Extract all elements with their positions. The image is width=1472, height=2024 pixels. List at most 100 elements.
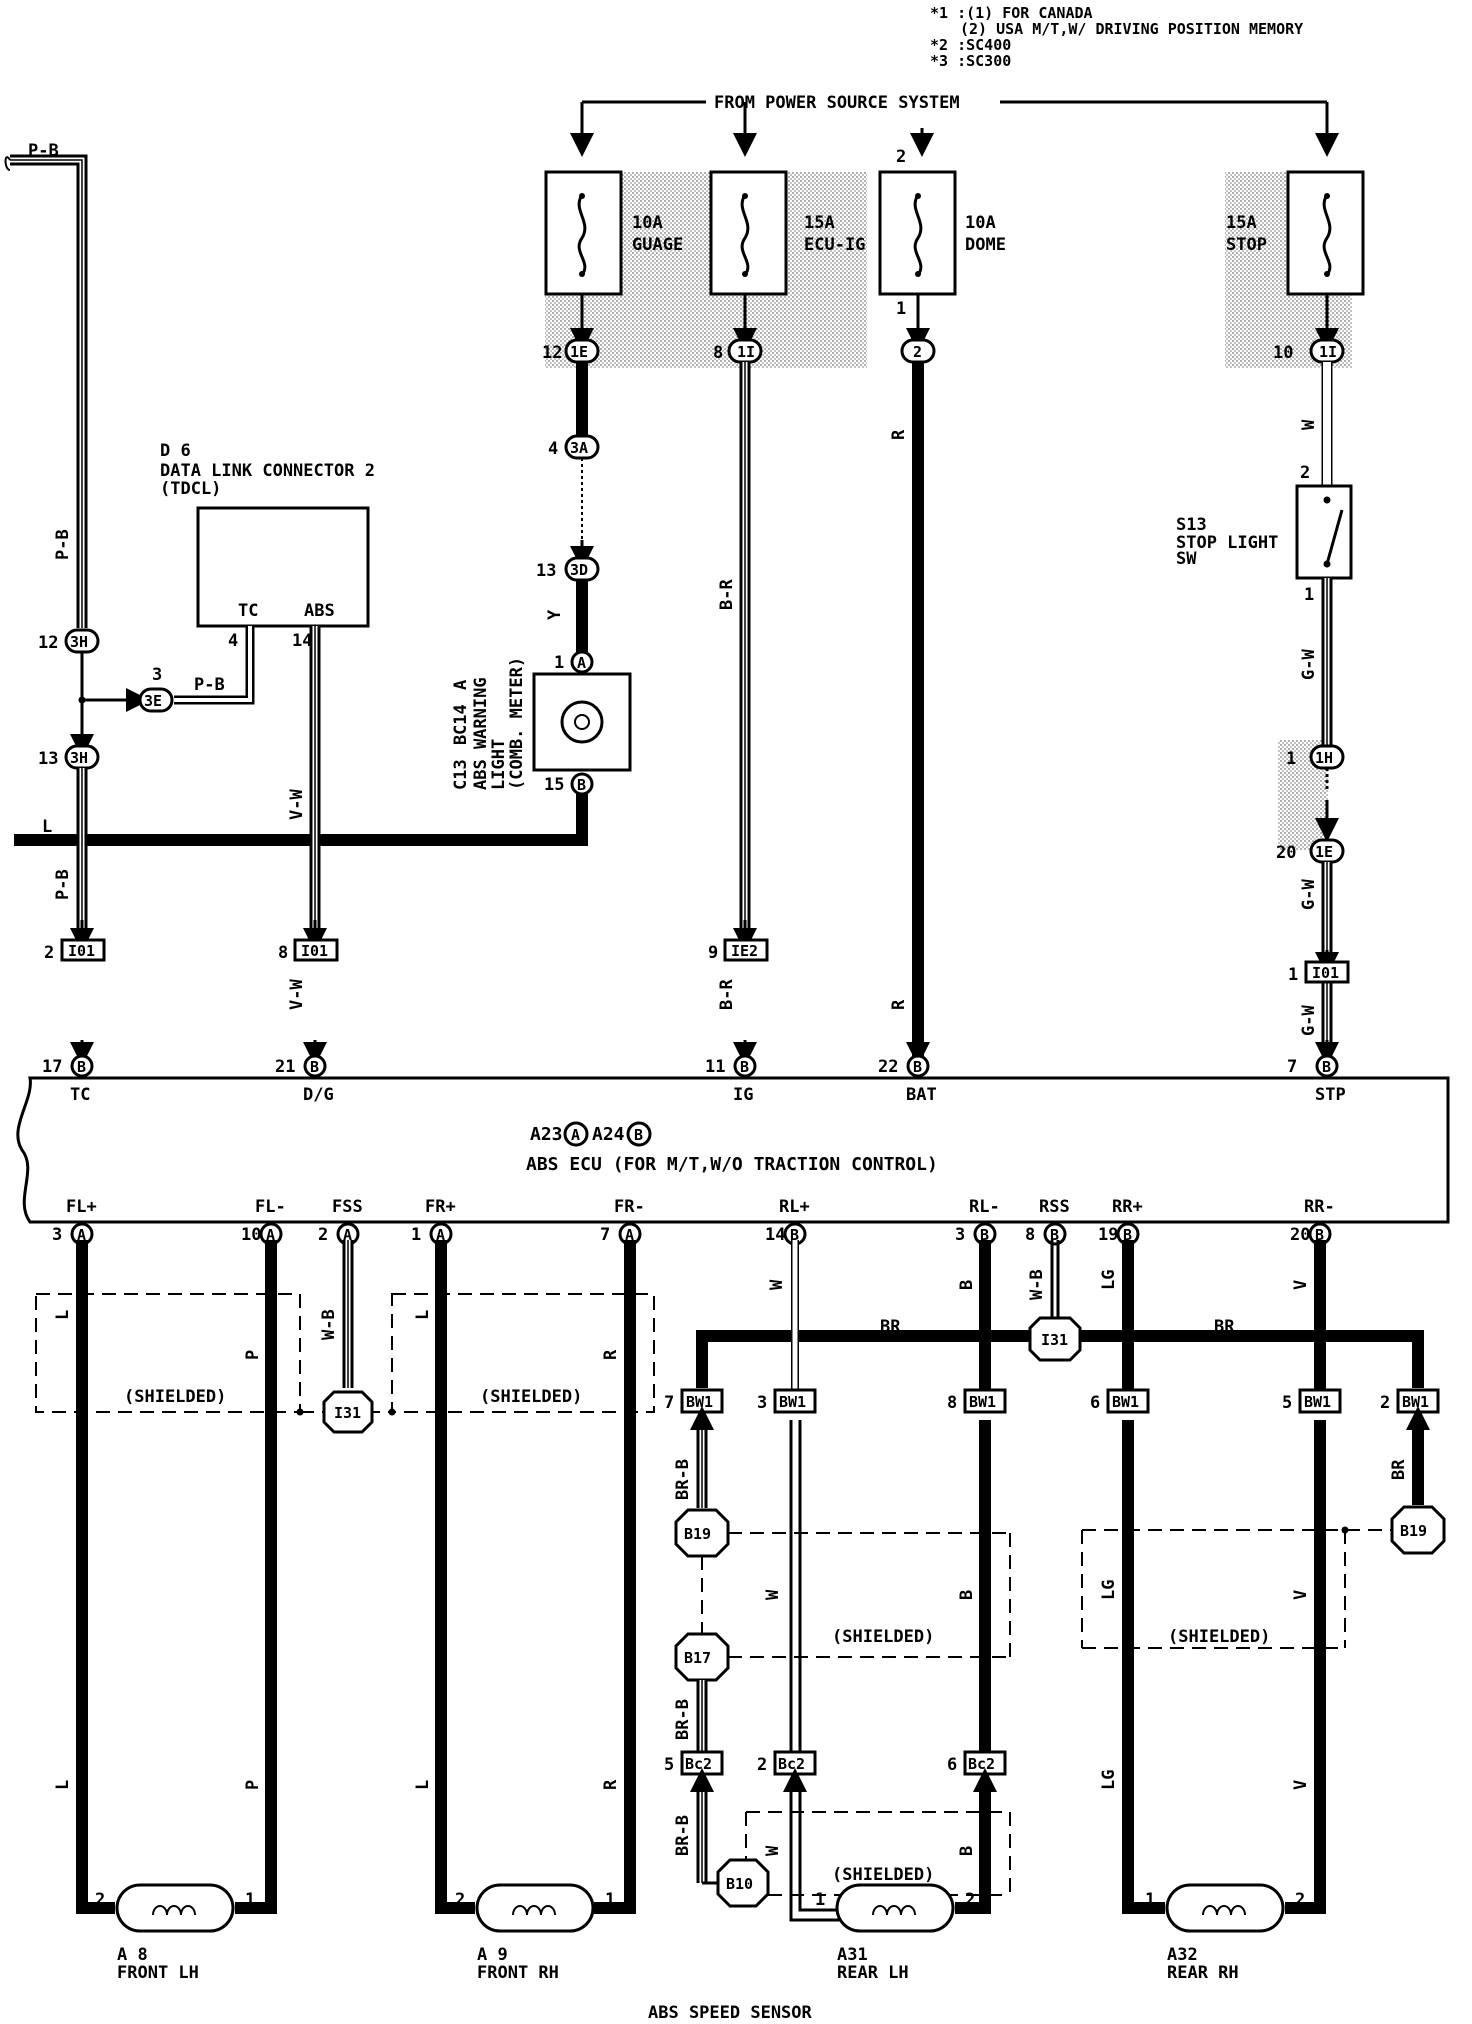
svg-text:B: B bbox=[980, 1226, 989, 1244]
svg-text:W: W bbox=[763, 1589, 783, 1600]
svg-text:2: 2 bbox=[1295, 1890, 1305, 1910]
label-r-2: R bbox=[889, 999, 909, 1010]
svg-text:7: 7 bbox=[600, 1225, 610, 1245]
svg-text:BR: BR bbox=[880, 1317, 901, 1337]
wire-gw-1: G-W bbox=[1299, 578, 1333, 745]
svg-text:ECU-IG: ECU-IG bbox=[804, 235, 865, 255]
fuse-gauge: 10A GUAGE bbox=[544, 170, 683, 296]
connector-3D: 3D 13 bbox=[536, 556, 600, 582]
svg-text:8: 8 bbox=[713, 343, 723, 363]
connector-1E-top: 1E 12 bbox=[542, 294, 600, 364]
svg-text:2: 2 bbox=[1380, 1393, 1390, 1413]
svg-text:I01: I01 bbox=[68, 942, 95, 960]
svg-text:A: A bbox=[451, 680, 471, 690]
svg-text:13: 13 bbox=[38, 749, 58, 769]
svg-text:B: B bbox=[740, 1058, 749, 1076]
svg-text:BW1: BW1 bbox=[779, 1393, 806, 1411]
wire-br-ig: B-R B-R bbox=[717, 362, 751, 1010]
svg-text:BW1: BW1 bbox=[1304, 1393, 1331, 1411]
svg-text:BR: BR bbox=[1214, 1317, 1235, 1337]
svg-text:15: 15 bbox=[544, 775, 564, 795]
footer-title: ABS SPEED SENSOR bbox=[648, 2003, 813, 2023]
connector-1I-b: 1I 10 bbox=[1273, 294, 1345, 364]
svg-text:3: 3 bbox=[52, 1225, 62, 1245]
svg-text:10: 10 bbox=[1273, 343, 1293, 363]
svg-text:A32: A32 bbox=[1167, 1945, 1198, 1965]
svg-text:17: 17 bbox=[42, 1057, 62, 1077]
svg-text:B: B bbox=[957, 1280, 977, 1290]
svg-text:C13: C13 bbox=[451, 759, 471, 790]
svg-text:FL-: FL- bbox=[255, 1197, 286, 1217]
svg-text:3: 3 bbox=[955, 1225, 965, 1245]
svg-text:V: V bbox=[1291, 1590, 1311, 1600]
connector-3H-b: 3H 13 bbox=[38, 725, 100, 770]
connector-A-light: A 1 bbox=[554, 650, 594, 674]
svg-text:P: P bbox=[243, 1780, 263, 1790]
svg-text:1: 1 bbox=[554, 653, 564, 673]
svg-text:2: 2 bbox=[1300, 463, 1310, 483]
svg-text:IE2: IE2 bbox=[731, 942, 758, 960]
svg-text:P: P bbox=[243, 1350, 263, 1360]
svg-text:(TDCL): (TDCL) bbox=[160, 479, 221, 499]
rear-lower-wiring: BR-B B19 B17 BR-B (SHIELDED) W B LG LG V… bbox=[673, 1406, 1446, 1914]
svg-text:(SHIELDED): (SHIELDED) bbox=[1168, 1627, 1270, 1647]
svg-text:B-R: B-R bbox=[717, 979, 737, 1010]
svg-text:B19: B19 bbox=[684, 1525, 711, 1543]
svg-text:B: B bbox=[634, 1126, 643, 1144]
svg-text:1H: 1H bbox=[1315, 749, 1333, 767]
svg-text:8: 8 bbox=[278, 943, 288, 963]
svg-text:10: 10 bbox=[241, 1225, 261, 1245]
svg-text:3A: 3A bbox=[570, 439, 588, 457]
svg-text:A31: A31 bbox=[837, 1945, 868, 1965]
svg-text:G-W: G-W bbox=[1299, 879, 1319, 910]
svg-text:2: 2 bbox=[913, 343, 922, 361]
svg-text:P-B: P-B bbox=[28, 141, 59, 161]
svg-text:Bc2: Bc2 bbox=[968, 1755, 995, 1773]
svg-text:G-W: G-W bbox=[1299, 1005, 1319, 1036]
svg-text:S13: S13 bbox=[1176, 515, 1207, 535]
junction-i01-dg: I01 8 bbox=[278, 920, 339, 963]
svg-text:RL-: RL- bbox=[969, 1197, 1000, 1217]
connector-2: 2 bbox=[900, 294, 936, 364]
svg-text:L: L bbox=[53, 1310, 73, 1320]
label-y: Y bbox=[545, 609, 565, 620]
svg-text:1E: 1E bbox=[1315, 843, 1333, 861]
fuse-ecu-ig: 15A ECU-IG bbox=[709, 170, 865, 296]
svg-text:9: 9 bbox=[708, 943, 718, 963]
svg-text:BR-B: BR-B bbox=[673, 1815, 693, 1856]
svg-text:14: 14 bbox=[765, 1225, 785, 1245]
svg-text:B: B bbox=[577, 776, 586, 794]
svg-text:1: 1 bbox=[1145, 1890, 1155, 1910]
svg-text:15A: 15A bbox=[804, 213, 835, 233]
svg-text:6: 6 bbox=[1090, 1393, 1100, 1413]
svg-text:A 8: A 8 bbox=[117, 1945, 148, 1965]
svg-text:A 9: A 9 bbox=[477, 1945, 508, 1965]
svg-text:3H: 3H bbox=[70, 633, 88, 651]
svg-text:1: 1 bbox=[245, 1890, 255, 1910]
data-link-connector: D 6 DATA LINK CONNECTOR 2 (TDCL) TC ABS … bbox=[160, 441, 375, 705]
svg-text:R: R bbox=[601, 1349, 621, 1360]
svg-text:3D: 3D bbox=[570, 561, 588, 579]
svg-text:IG: IG bbox=[733, 1085, 753, 1105]
svg-text:A: A bbox=[266, 1226, 275, 1244]
svg-text:BW1: BW1 bbox=[969, 1393, 996, 1411]
svg-text:GUAGE: GUAGE bbox=[632, 235, 683, 255]
svg-text:6: 6 bbox=[947, 1755, 957, 1775]
svg-text:DATA LINK CONNECTOR 2: DATA LINK CONNECTOR 2 bbox=[160, 461, 375, 481]
svg-text:W-B: W-B bbox=[319, 1309, 339, 1340]
svg-text:FR-: FR- bbox=[614, 1197, 645, 1217]
wire-pb-left: P-B P-B bbox=[4, 141, 88, 628]
svg-text:SW: SW bbox=[1176, 549, 1197, 569]
